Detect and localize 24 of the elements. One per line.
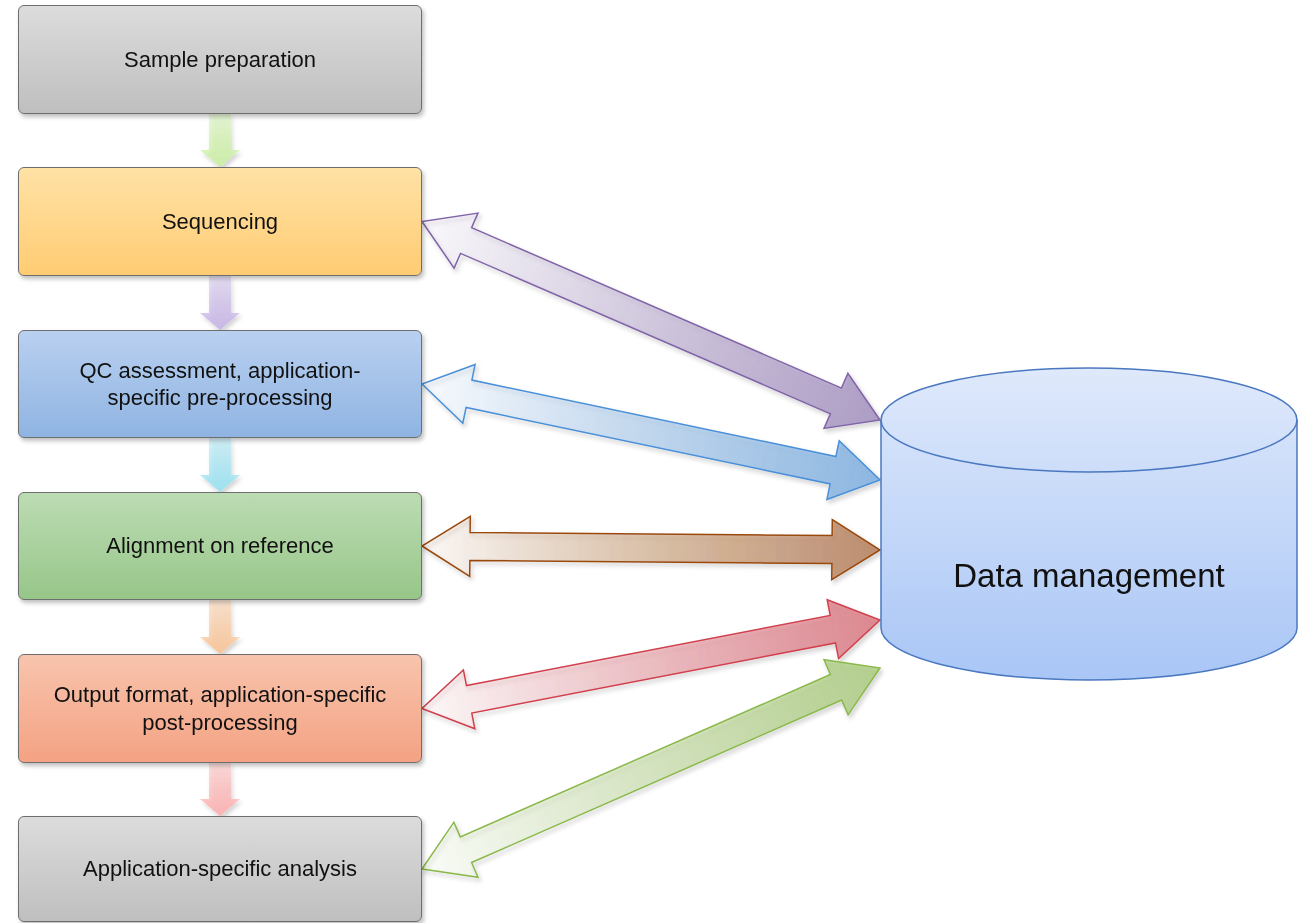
block-arrow: [200, 276, 240, 330]
block-arrow: [420, 363, 882, 501]
node-label: Application-specific analysis: [83, 855, 357, 883]
process-box: [18, 492, 422, 600]
process-box: [18, 5, 422, 114]
node-label: Data management: [953, 557, 1225, 595]
node-label: Alignment on reference: [106, 532, 334, 560]
block-arrow: [200, 438, 240, 492]
process-box: [18, 330, 422, 438]
block-arrow: [420, 598, 882, 730]
process-box: [18, 816, 422, 922]
block-arrow: [200, 763, 240, 816]
block-arrow: [200, 114, 240, 167]
node-label: Sequencing: [161, 207, 279, 236]
block-arrow: [420, 515, 882, 581]
node-label: Output format, application-specific post-processing: [52, 681, 388, 736]
block-arrow: [420, 212, 882, 430]
block-arrow: [420, 658, 882, 879]
database-cylinder: [880, 368, 1298, 680]
process-box: [18, 654, 422, 763]
node-label: Sample preparation: [124, 45, 316, 74]
process-box: [18, 167, 422, 276]
node-label: QC assessment, application-specific pre-processing: [78, 356, 362, 412]
block-arrow: [200, 600, 240, 654]
